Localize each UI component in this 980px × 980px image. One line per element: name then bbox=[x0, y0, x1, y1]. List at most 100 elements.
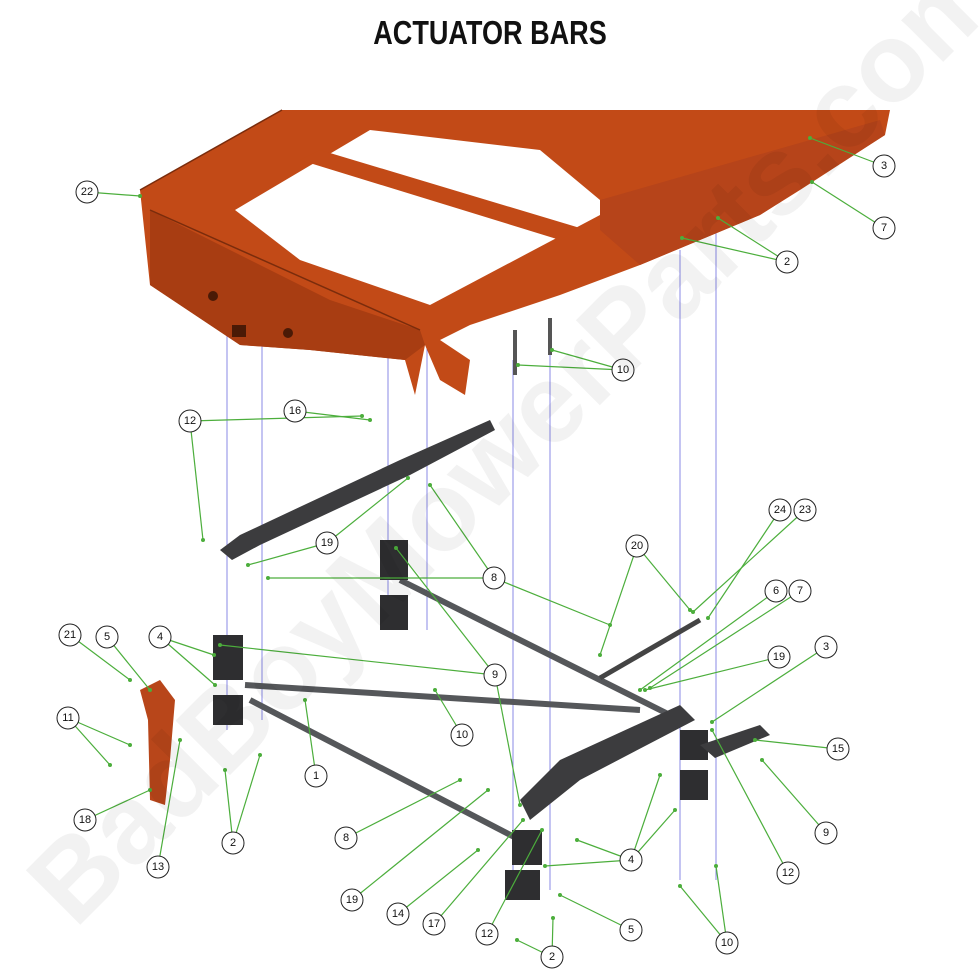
callout-number: 12 bbox=[184, 415, 196, 427]
callout-4: 4 bbox=[148, 625, 172, 649]
leader-line bbox=[559, 894, 632, 931]
leader-line bbox=[517, 364, 624, 371]
leader-arrowhead bbox=[714, 864, 718, 868]
leader-arrowhead bbox=[303, 698, 307, 702]
leader-line bbox=[639, 590, 777, 691]
callout-number: 9 bbox=[823, 827, 829, 839]
leader-line bbox=[644, 656, 780, 691]
callout-21: 21 bbox=[58, 623, 82, 647]
callout-2: 2 bbox=[221, 831, 245, 855]
leader-arrowhead bbox=[688, 608, 692, 612]
callout-circle bbox=[826, 737, 850, 761]
frame-front-plate bbox=[150, 210, 425, 360]
leader-arrowhead bbox=[201, 538, 205, 542]
callout-8: 8 bbox=[482, 566, 506, 590]
callout-circle bbox=[611, 358, 635, 382]
callout-7: 7 bbox=[872, 216, 896, 240]
leader-arrowhead bbox=[716, 216, 720, 220]
leader-line bbox=[692, 509, 806, 613]
leader-line bbox=[247, 542, 328, 566]
leader-line bbox=[219, 644, 496, 676]
leader-arrowhead bbox=[428, 483, 432, 487]
callout-2: 2 bbox=[540, 945, 564, 969]
callout-number: 19 bbox=[773, 651, 785, 663]
leader-arrowhead bbox=[673, 808, 677, 812]
callout-7: 7 bbox=[788, 579, 812, 603]
bracket-block bbox=[505, 870, 540, 900]
callout-circle bbox=[340, 888, 364, 912]
leader-arrowhead bbox=[108, 763, 112, 767]
leader-line bbox=[599, 545, 638, 656]
callout-number: 12 bbox=[782, 867, 794, 879]
leader-arrowhead bbox=[213, 683, 217, 687]
callout-circle bbox=[475, 922, 499, 946]
callout-number: 10 bbox=[721, 937, 733, 949]
callout-circle bbox=[872, 216, 896, 240]
callout-1: 1 bbox=[304, 764, 328, 788]
callout-number: 5 bbox=[628, 924, 634, 936]
leader-arrowhead bbox=[368, 418, 372, 422]
leader-arrowhead bbox=[515, 938, 519, 942]
callout-24: 24 bbox=[768, 498, 792, 522]
leader-line bbox=[649, 590, 801, 689]
callout-number: 8 bbox=[343, 832, 349, 844]
leader-arrowhead bbox=[394, 546, 398, 550]
leader-arrowhead bbox=[598, 653, 602, 657]
leader-line bbox=[189, 420, 204, 541]
leader-lines bbox=[67, 136, 885, 958]
callout-17: 17 bbox=[422, 912, 446, 936]
callout-4: 4 bbox=[619, 848, 643, 872]
leader-line bbox=[707, 509, 781, 619]
callout-number: 14 bbox=[392, 908, 404, 920]
callout-number: 8 bbox=[491, 572, 497, 584]
leader-arrowhead bbox=[128, 743, 132, 747]
leader-arrowhead bbox=[148, 788, 152, 792]
leader-line bbox=[681, 237, 788, 263]
chassis-frame bbox=[139, 109, 890, 395]
callout-number: 20 bbox=[631, 540, 643, 552]
upper-actuator-arm bbox=[220, 420, 495, 560]
leader-arrowhead bbox=[178, 738, 182, 742]
callout-number: 3 bbox=[881, 160, 887, 172]
leader-arrowhead bbox=[710, 720, 714, 724]
leader-arrowhead bbox=[433, 688, 437, 692]
leader-line bbox=[433, 819, 524, 925]
actuator-bars bbox=[140, 420, 770, 900]
callout-circle bbox=[482, 566, 506, 590]
threaded-rod bbox=[598, 617, 702, 681]
callout-2: 2 bbox=[775, 250, 799, 274]
callout-number: 17 bbox=[428, 918, 440, 930]
bracket-block bbox=[380, 595, 408, 630]
frame-rear-rail bbox=[600, 120, 885, 265]
callout-circle bbox=[450, 723, 474, 747]
leader-arrowhead bbox=[128, 678, 132, 682]
leader-line bbox=[715, 865, 728, 944]
lower-cross-rod bbox=[248, 697, 522, 843]
callout-circle bbox=[58, 623, 82, 647]
leader-arrowhead bbox=[753, 738, 757, 742]
callout-number: 4 bbox=[157, 631, 163, 643]
frame-edge bbox=[149, 209, 421, 331]
leader-line bbox=[395, 547, 496, 676]
callout-circle bbox=[315, 531, 339, 555]
bracket-block bbox=[380, 540, 408, 580]
leader-line bbox=[494, 674, 521, 806]
leader-line bbox=[224, 769, 234, 844]
callout-circle bbox=[221, 831, 245, 855]
callout-number: 10 bbox=[617, 364, 629, 376]
frame-hole bbox=[283, 328, 293, 338]
callout-number: 21 bbox=[64, 629, 76, 641]
callout-10: 10 bbox=[611, 358, 635, 382]
callout-circle bbox=[788, 579, 812, 603]
bracket-block bbox=[680, 770, 708, 800]
callout-circle bbox=[775, 250, 799, 274]
callout-number: 1 bbox=[313, 770, 319, 782]
side-link bbox=[700, 725, 770, 758]
callout-13: 13 bbox=[146, 855, 170, 879]
leader-arrowhead bbox=[148, 688, 152, 692]
frame-hole bbox=[208, 291, 218, 301]
callout-circle bbox=[619, 918, 643, 942]
callout-number: 18 bbox=[79, 814, 91, 826]
